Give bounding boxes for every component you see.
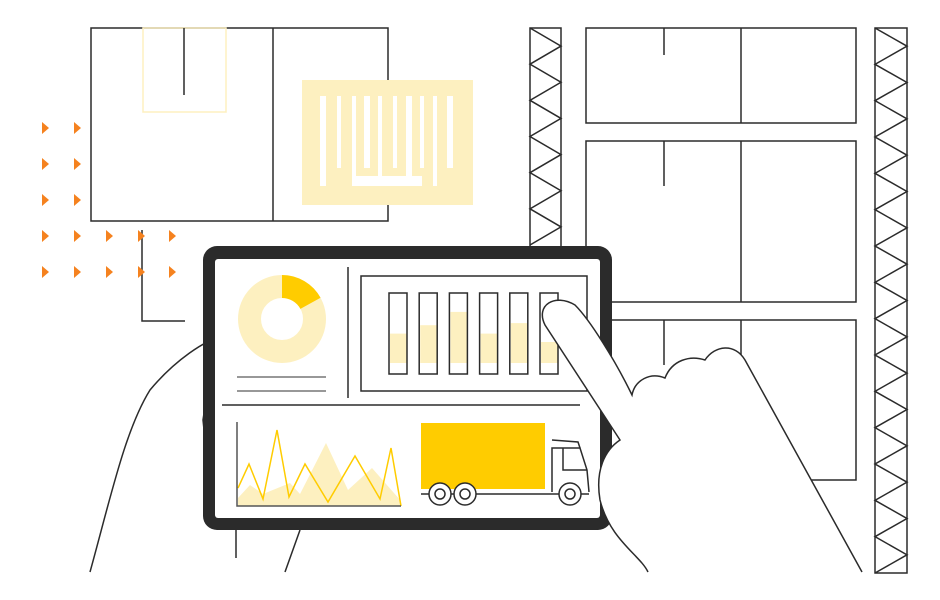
bar-fill (510, 323, 528, 363)
arrow-icon (74, 230, 81, 242)
arrow-icon (74, 158, 81, 170)
bar-fill (420, 325, 438, 363)
barcode-bar (337, 96, 341, 168)
barcode-bar (352, 96, 356, 186)
bar-fill (390, 333, 407, 363)
arrow-icon (106, 230, 113, 242)
bar-fill (541, 342, 558, 363)
connector-line (141, 230, 185, 322)
shelving-rack (528, 27, 909, 574)
arrow-icon (106, 266, 113, 278)
bar (509, 292, 529, 375)
arrow-icon (138, 266, 145, 278)
arrow-icon (42, 194, 49, 206)
bar (478, 292, 499, 375)
arrow-icon (74, 122, 81, 134)
barcode-bar (364, 96, 370, 168)
arrow-icon (42, 122, 49, 134)
bar-chart-icon (360, 275, 588, 392)
arrow-icon (74, 194, 81, 206)
barcode-bar (378, 96, 382, 186)
arrow-icon (74, 266, 81, 278)
barcode-bar (433, 96, 437, 186)
right-hand (541, 299, 863, 573)
barcode-bar (420, 96, 424, 168)
barcode-bar (406, 96, 412, 186)
bar-fill (480, 333, 498, 363)
bar (448, 292, 469, 375)
bar-fill (450, 311, 468, 363)
barcode-bar (447, 96, 453, 168)
bar (388, 292, 408, 375)
arrow-icon (42, 230, 49, 242)
barcode-icon (302, 80, 473, 205)
barcode-bar (320, 96, 326, 186)
arrow-icon (169, 230, 176, 242)
line-chart-icon (236, 422, 402, 507)
arrow-icon (42, 158, 49, 170)
barcode-bar (393, 96, 397, 168)
donut-chart-icon (238, 275, 326, 363)
bar (418, 292, 438, 375)
arrow-icon (42, 266, 49, 278)
arrow-icon (138, 230, 145, 242)
arrow-icon (42, 122, 176, 278)
truck-icon (421, 423, 590, 506)
arrow-icon (169, 266, 176, 278)
